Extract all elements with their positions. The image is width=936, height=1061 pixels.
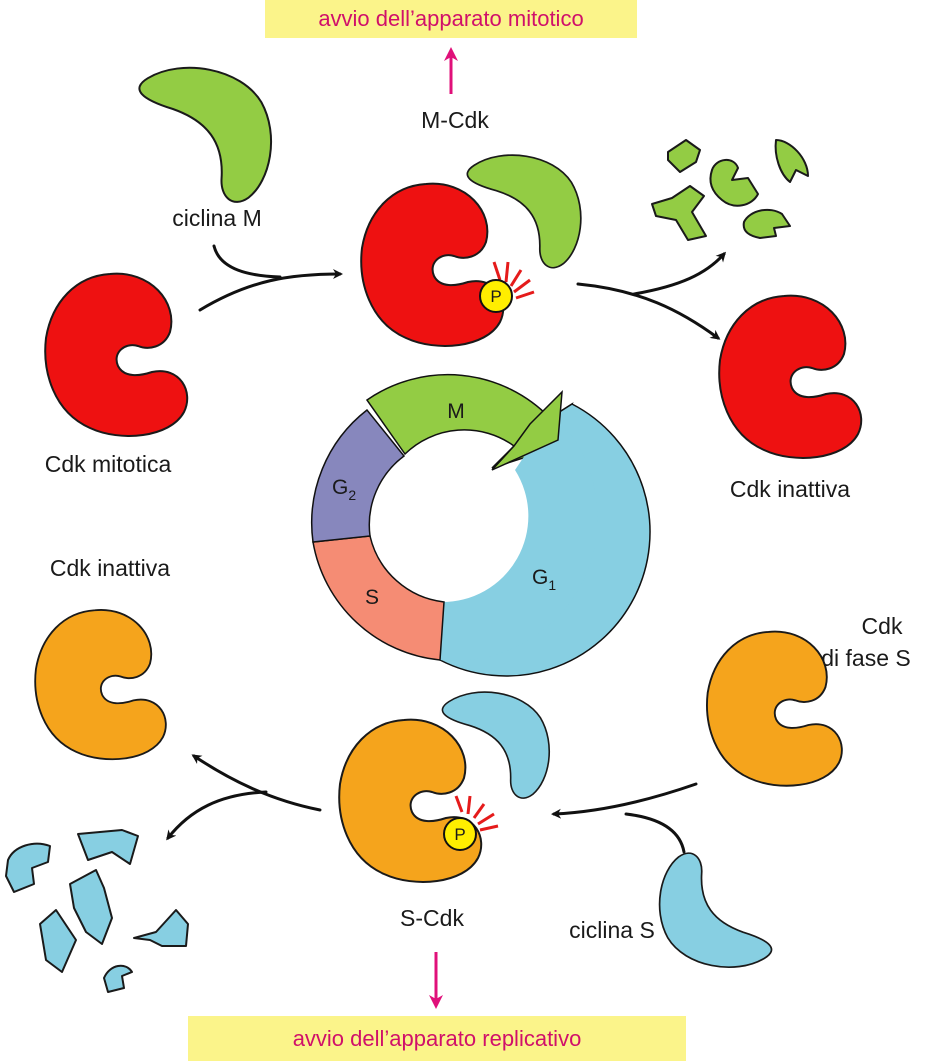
- arrow-s-cdk-join: [551, 782, 698, 819]
- cdk-fase-s-label-2: di fase S: [821, 645, 911, 671]
- ciclina-m-label: ciclina M: [172, 205, 261, 231]
- s-cdk-phosphate-symbol: P: [454, 825, 465, 844]
- top-banner-bg: [265, 0, 637, 38]
- phase-s-label: S: [365, 586, 379, 609]
- cdk-fase-s-label-1: Cdk: [862, 613, 903, 639]
- cyclin-s-fragments: [5, 829, 189, 993]
- top-banner-text: avvio dell’apparato mitotico: [318, 6, 583, 31]
- arrow-cyclin-m-join: [212, 244, 282, 279]
- cyclin-m-fragments: [651, 139, 809, 241]
- m-cdk-cdk: [360, 182, 505, 347]
- arrow-mcdk-to-fragments: [632, 251, 727, 296]
- cyclin-s-free: [648, 848, 787, 977]
- arrow-scdk-to-inactive: [191, 754, 322, 812]
- m-cdk-phosphate: P: [479, 261, 535, 313]
- cdk-inattiva-left-label: Cdk inattiva: [50, 555, 170, 581]
- cdk-inactive-orange: [34, 609, 167, 761]
- bottom-banner-text: avvio dell’apparato replicativo: [293, 1026, 582, 1051]
- arrow-scdk-to-fragments: [166, 790, 268, 841]
- cdk-mitotic: [44, 272, 189, 437]
- m-cdk-phosphate-symbol: P: [490, 287, 501, 306]
- m-cdk-label: M-Cdk: [421, 107, 489, 133]
- cyclin-m-free: [121, 57, 284, 208]
- phase-g2-segment: [310, 408, 406, 543]
- arrow-cyclin-s-join: [624, 812, 686, 854]
- phase-g2-label: G2: [332, 476, 356, 503]
- ciclina-s-label: ciclina S: [569, 917, 655, 943]
- arrow-mcdk-to-inactive: [576, 282, 721, 340]
- s-cdk-phosphate: P: [443, 795, 499, 851]
- cdk-inactive-red: [718, 294, 863, 459]
- phase-s-segment: [312, 535, 445, 661]
- cdk-inattiva-right-label: Cdk inattiva: [730, 476, 850, 502]
- cdk-mitotica-label: Cdk mitotica: [45, 451, 172, 477]
- arrow-cdk-to-mcdk: [198, 269, 343, 312]
- s-cdk-label: S-Cdk: [400, 905, 464, 931]
- s-cdk-cdk: [338, 718, 483, 883]
- cell-cycle-ring: [310, 373, 651, 677]
- phase-g1-label: G1: [532, 566, 556, 593]
- bottom-banner-bg: [188, 1016, 686, 1061]
- phase-m-label: M: [447, 400, 465, 423]
